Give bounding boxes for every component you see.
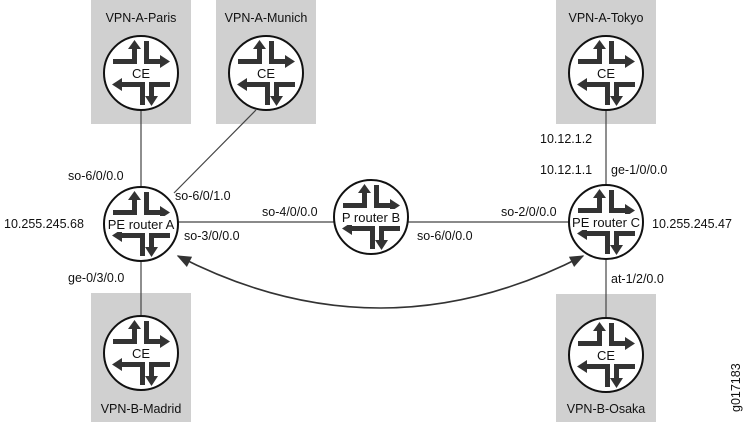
interface-a-paris: so-6/0/0.0: [68, 169, 124, 183]
pe-router-c[interactable]: PE router C: [568, 184, 644, 260]
interface-c-osaka: at-1/2/0.0: [611, 272, 664, 286]
site-label-munich: VPN-A-Munich: [225, 11, 308, 25]
pe-a-loopback-address: 10.255.245.68: [4, 217, 84, 231]
svg-text:CE: CE: [132, 346, 150, 361]
figure-id: g017183: [729, 363, 743, 412]
interface-a-b: so-3/0/0.0: [184, 229, 240, 243]
svg-text:CE: CE: [257, 66, 275, 81]
site-label-osaka: VPN-B-Osaka: [567, 402, 646, 416]
interface-c-b: so-2/0/0.0: [501, 205, 557, 219]
pe-router-a[interactable]: PE router A: [103, 186, 179, 262]
link-munich-pe-a: [173, 109, 257, 194]
vpn-tunnel-arrow: [176, 255, 585, 309]
site-label-madrid: VPN-B-Madrid: [101, 402, 182, 416]
pe-c-loopback-address: 10.255.245.47: [652, 217, 732, 231]
svg-text:PE router A: PE router A: [108, 217, 175, 232]
ce-router-tokyo[interactable]: CE: [568, 35, 644, 111]
svg-text:CE: CE: [597, 66, 615, 81]
svg-text:P router B: P router B: [342, 210, 400, 225]
svg-text:PE router C: PE router C: [572, 215, 640, 230]
site-label-paris: VPN-A-Paris: [106, 11, 177, 25]
p-router-b[interactable]: P router B: [333, 179, 409, 255]
svg-text:CE: CE: [597, 348, 615, 363]
svg-text:CE: CE: [132, 66, 150, 81]
ce-router-osaka[interactable]: CE: [568, 317, 644, 393]
interface-c-tokyo: ge-1/0/0.0: [611, 163, 667, 177]
ce-router-munich[interactable]: CE: [228, 35, 304, 111]
tokyo-ce-address: 10.12.1.2: [540, 132, 592, 146]
interface-b-a: so-4/0/0.0: [262, 205, 318, 219]
ce-router-madrid[interactable]: CE: [103, 315, 179, 391]
site-label-tokyo: VPN-A-Tokyo: [568, 11, 643, 25]
ce-router-paris[interactable]: CE: [103, 35, 179, 111]
pe-c-tokyo-address: 10.12.1.1: [540, 163, 592, 177]
interface-a-madrid: ge-0/3/0.0: [68, 271, 124, 285]
interface-b-c: so-6/0/0.0: [417, 229, 473, 243]
interface-a-munich: so-6/0/1.0: [175, 189, 231, 203]
